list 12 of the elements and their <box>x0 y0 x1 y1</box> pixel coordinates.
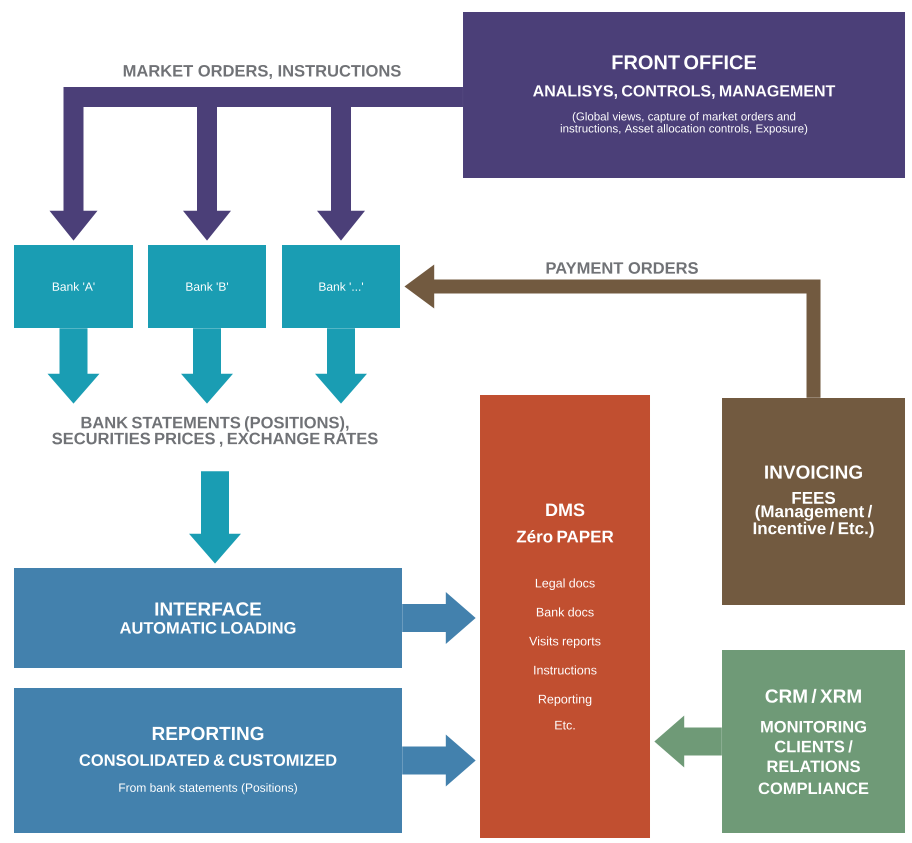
process-box: REPORTING CONSOLIDATED & CUSTOMIZED From bank statements (Positions) <box>14 688 402 833</box>
process-box: INVOICING FEES (Management / Incentive / Etc.) <box>722 398 905 605</box>
edge-label: PAYMENT ORDERS <box>543 260 701 276</box>
flow-text: BANK STATEMENTS (POSITIONS), SECURITIES PRICES , EXCHANGE RATES <box>52 416 378 447</box>
document-box: DMS Zéro PAPER Legal docs Bank docs Visits reports Instructions Reporting Etc. <box>480 395 650 838</box>
bank-box: Bank 'B' <box>148 245 266 328</box>
process-box: INTERFACE AUTOMATIC LOADING <box>14 568 402 668</box>
bank-box: Bank 'A' <box>14 245 133 328</box>
process-box: CRM / XRM MONITORING CLIENTS / RELATIONS COMPLIANCE <box>722 650 905 833</box>
process-box: FRONT OFFICE ANALISYS, CONTROLS, MANAGEMENT (Global views, capture of market orders and instructions, Asset allocation controls, Exposure) <box>463 12 905 178</box>
edge-label: MARKET ORDERS, INSTRUCTIONS <box>120 62 404 82</box>
bank-box: Bank '...' <box>282 245 400 328</box>
